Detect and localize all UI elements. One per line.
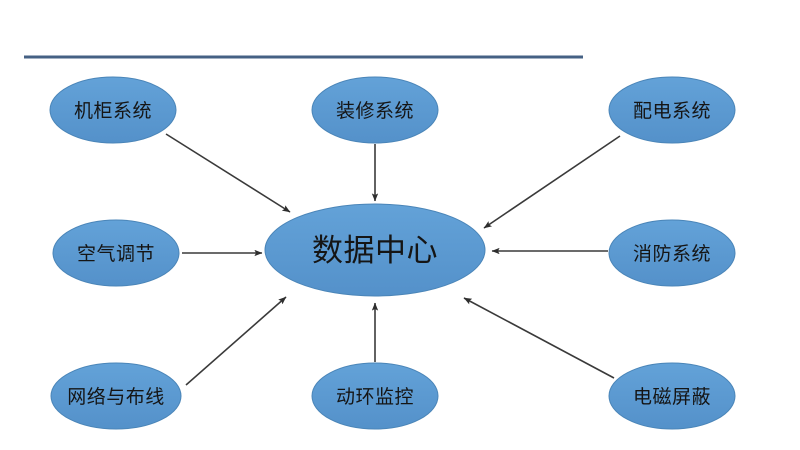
node-network-cabling[interactable]: 网络与布线 xyxy=(50,362,182,430)
satellite-label: 机柜系统 xyxy=(74,100,152,122)
satellite-label: 空气调节 xyxy=(77,243,155,265)
satellite-label: 装修系统 xyxy=(336,100,414,122)
node-power-distribution[interactable]: 配电系统 xyxy=(608,76,736,144)
satellite-label: 电磁屏蔽 xyxy=(633,386,711,408)
node-cabinet-system[interactable]: 机柜系统 xyxy=(49,76,177,144)
node-environment-monitor[interactable]: 动环监控 xyxy=(311,362,439,430)
satellite-ellipse xyxy=(49,76,177,144)
connector-emi-to-hub xyxy=(463,297,615,379)
satellite-ellipse xyxy=(50,362,182,430)
connector-network-to-hub xyxy=(185,296,287,386)
satellite-ellipse xyxy=(311,362,439,430)
node-fire-protection[interactable]: 消防系统 xyxy=(608,219,736,287)
satellite-ellipse xyxy=(52,219,180,287)
hub-ellipse xyxy=(264,203,486,297)
satellite-ellipse xyxy=(608,219,736,287)
satellite-label: 配电系统 xyxy=(633,100,711,122)
connector-power-to-hub xyxy=(483,135,621,229)
satellite-label: 网络与布线 xyxy=(67,386,165,408)
satellite-ellipse xyxy=(311,76,439,144)
hub-label: 数据中心 xyxy=(312,233,438,269)
satellite-label: 动环监控 xyxy=(336,386,414,408)
satellite-ellipse xyxy=(608,362,736,430)
satellite-ellipse xyxy=(608,76,736,144)
node-emi-shielding[interactable]: 电磁屏蔽 xyxy=(608,362,736,430)
satellite-label: 消防系统 xyxy=(633,243,711,265)
node-data-center[interactable]: 数据中心 xyxy=(264,203,486,297)
connector-layer xyxy=(165,133,621,386)
node-air-conditioning[interactable]: 空气调节 xyxy=(52,219,180,287)
connector-cabinet-to-hub xyxy=(165,133,291,213)
node-decoration-system[interactable]: 装修系统 xyxy=(311,76,439,144)
